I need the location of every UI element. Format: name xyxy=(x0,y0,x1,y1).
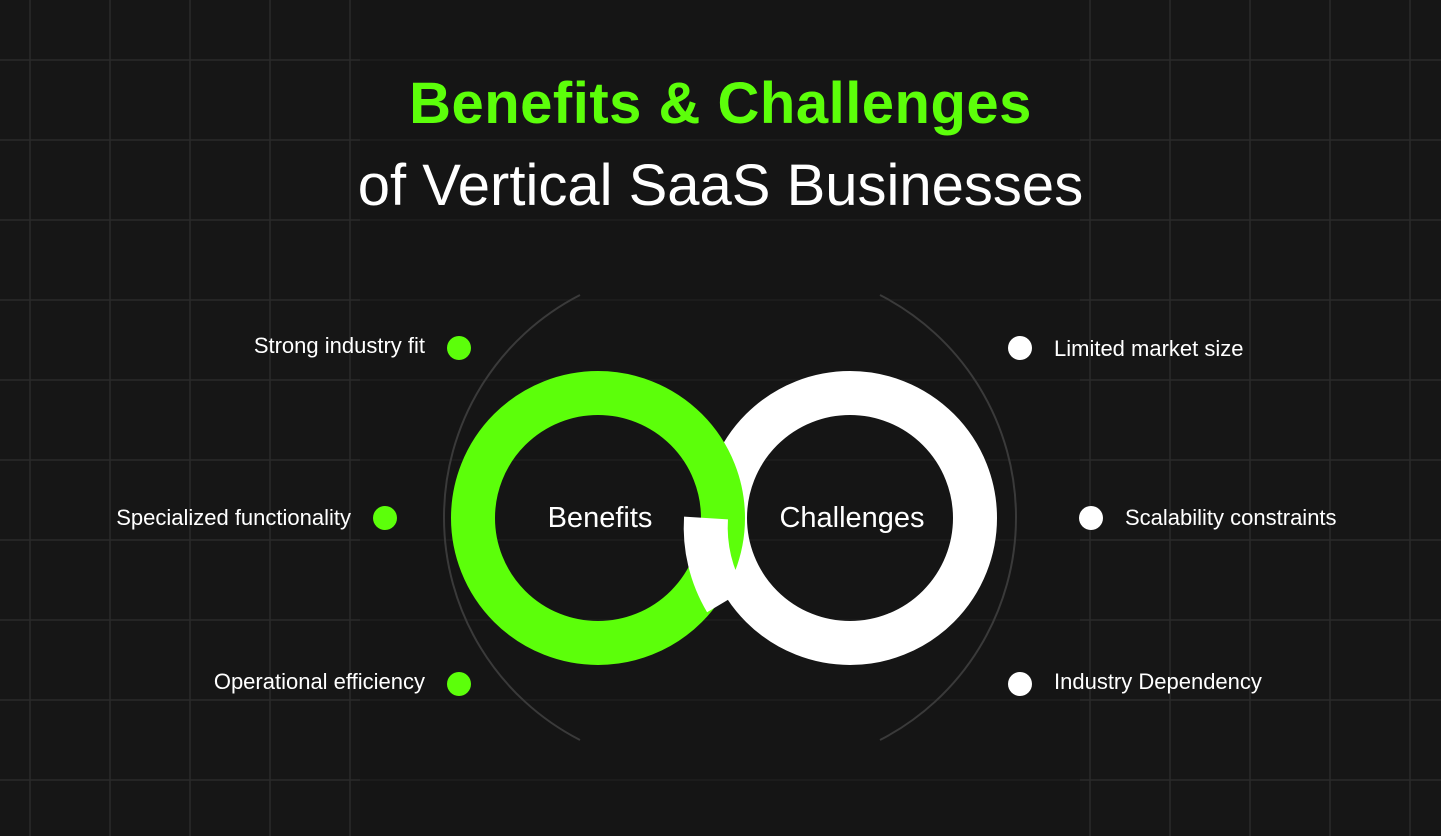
title-subline: of Vertical SaaS Businesses xyxy=(357,153,1084,218)
title-highlight: Benefits & Challenges xyxy=(409,71,1032,136)
benefits-label: Benefits xyxy=(547,502,653,534)
left-outer-arc xyxy=(442,294,581,741)
challenges-ring-overlap xyxy=(683,516,746,613)
challenge-point-2: Scalability constraints xyxy=(1125,505,1337,530)
challenge-dot-3 xyxy=(1008,672,1032,696)
right-outer-arc xyxy=(879,294,1018,741)
challenges-label: Challenges xyxy=(779,502,925,534)
challenge-dot-1 xyxy=(1008,336,1032,360)
challenge-dot-2 xyxy=(1079,506,1103,530)
benefit-point-2: Specialized functionality xyxy=(116,505,351,530)
benefits-ring xyxy=(451,371,745,665)
benefit-dot-3 xyxy=(447,672,471,696)
benefit-point-1: Strong industry fit xyxy=(253,333,425,358)
challenge-point-1: Limited market size xyxy=(1054,336,1244,361)
benefit-dot-2 xyxy=(373,506,397,530)
benefit-point-3: Operational efficiency xyxy=(213,669,425,694)
challenge-point-3: Industry Dependency xyxy=(1054,669,1262,694)
benefit-dot-1 xyxy=(447,336,471,360)
